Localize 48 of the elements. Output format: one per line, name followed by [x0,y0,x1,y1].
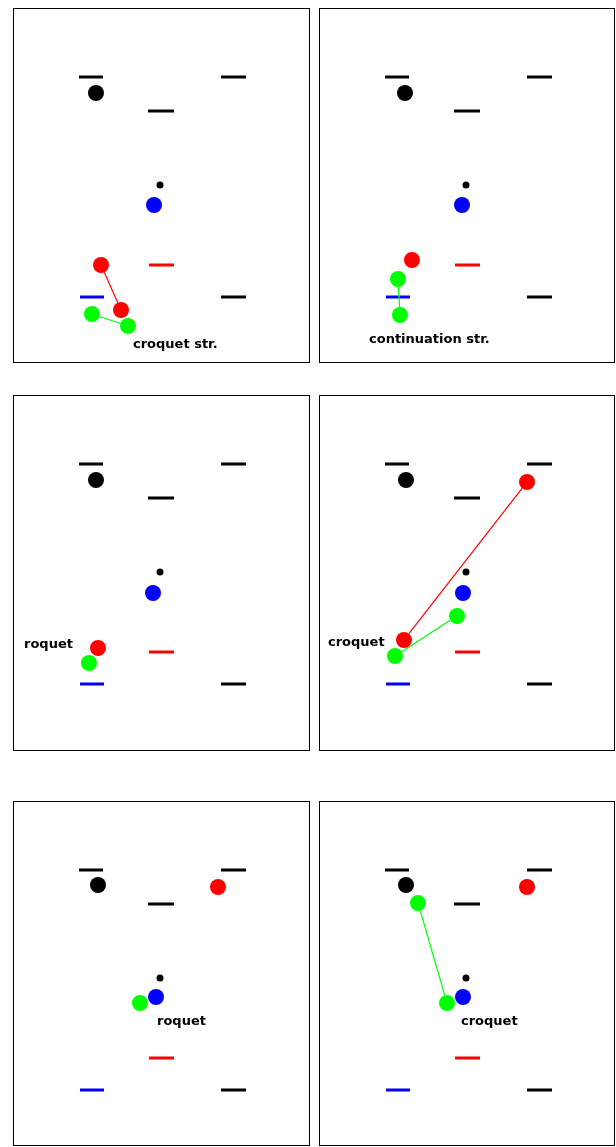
ball [439,995,455,1011]
ball [390,271,406,287]
ball [392,307,408,323]
ball [396,632,412,648]
ball [387,648,403,664]
ball [454,197,470,213]
ball-path-line [408,487,523,635]
ball [88,85,104,101]
ball [397,85,413,101]
ball [148,989,164,1005]
ball [519,474,535,490]
diagram-panel [13,8,310,363]
ball [145,585,161,601]
diagram-panel [13,801,310,1146]
ball [210,879,226,895]
ball [113,302,129,318]
ball [120,318,136,334]
ball [519,879,535,895]
shot-label: roquet [24,636,73,651]
ball [93,257,109,273]
ball [132,995,148,1011]
ball [146,197,162,213]
diagram-panel [13,395,310,751]
diagram-panel [319,395,615,751]
shot-label: roquet [157,1013,206,1028]
ball-path-line [103,271,119,304]
ball [84,306,100,322]
ball [449,608,465,624]
ball [90,877,106,893]
ball [81,655,97,671]
ball-path-line [401,619,451,653]
shot-label: croquet str. [133,336,218,351]
shot-label: continuation str. [369,331,490,346]
ball [90,640,106,656]
ball [398,472,414,488]
diagram-panel [319,801,615,1146]
diagram-panel [319,8,615,363]
ball [88,472,104,488]
ball-path-line [99,315,121,325]
ball [410,895,426,911]
shot-label: croquet [461,1013,518,1028]
ball [455,989,471,1005]
ball [398,877,414,893]
ball [404,252,420,268]
ball-path-line [397,286,401,308]
ball-path-line [419,910,446,996]
shot-label: croquet [328,634,385,649]
ball [455,585,471,601]
